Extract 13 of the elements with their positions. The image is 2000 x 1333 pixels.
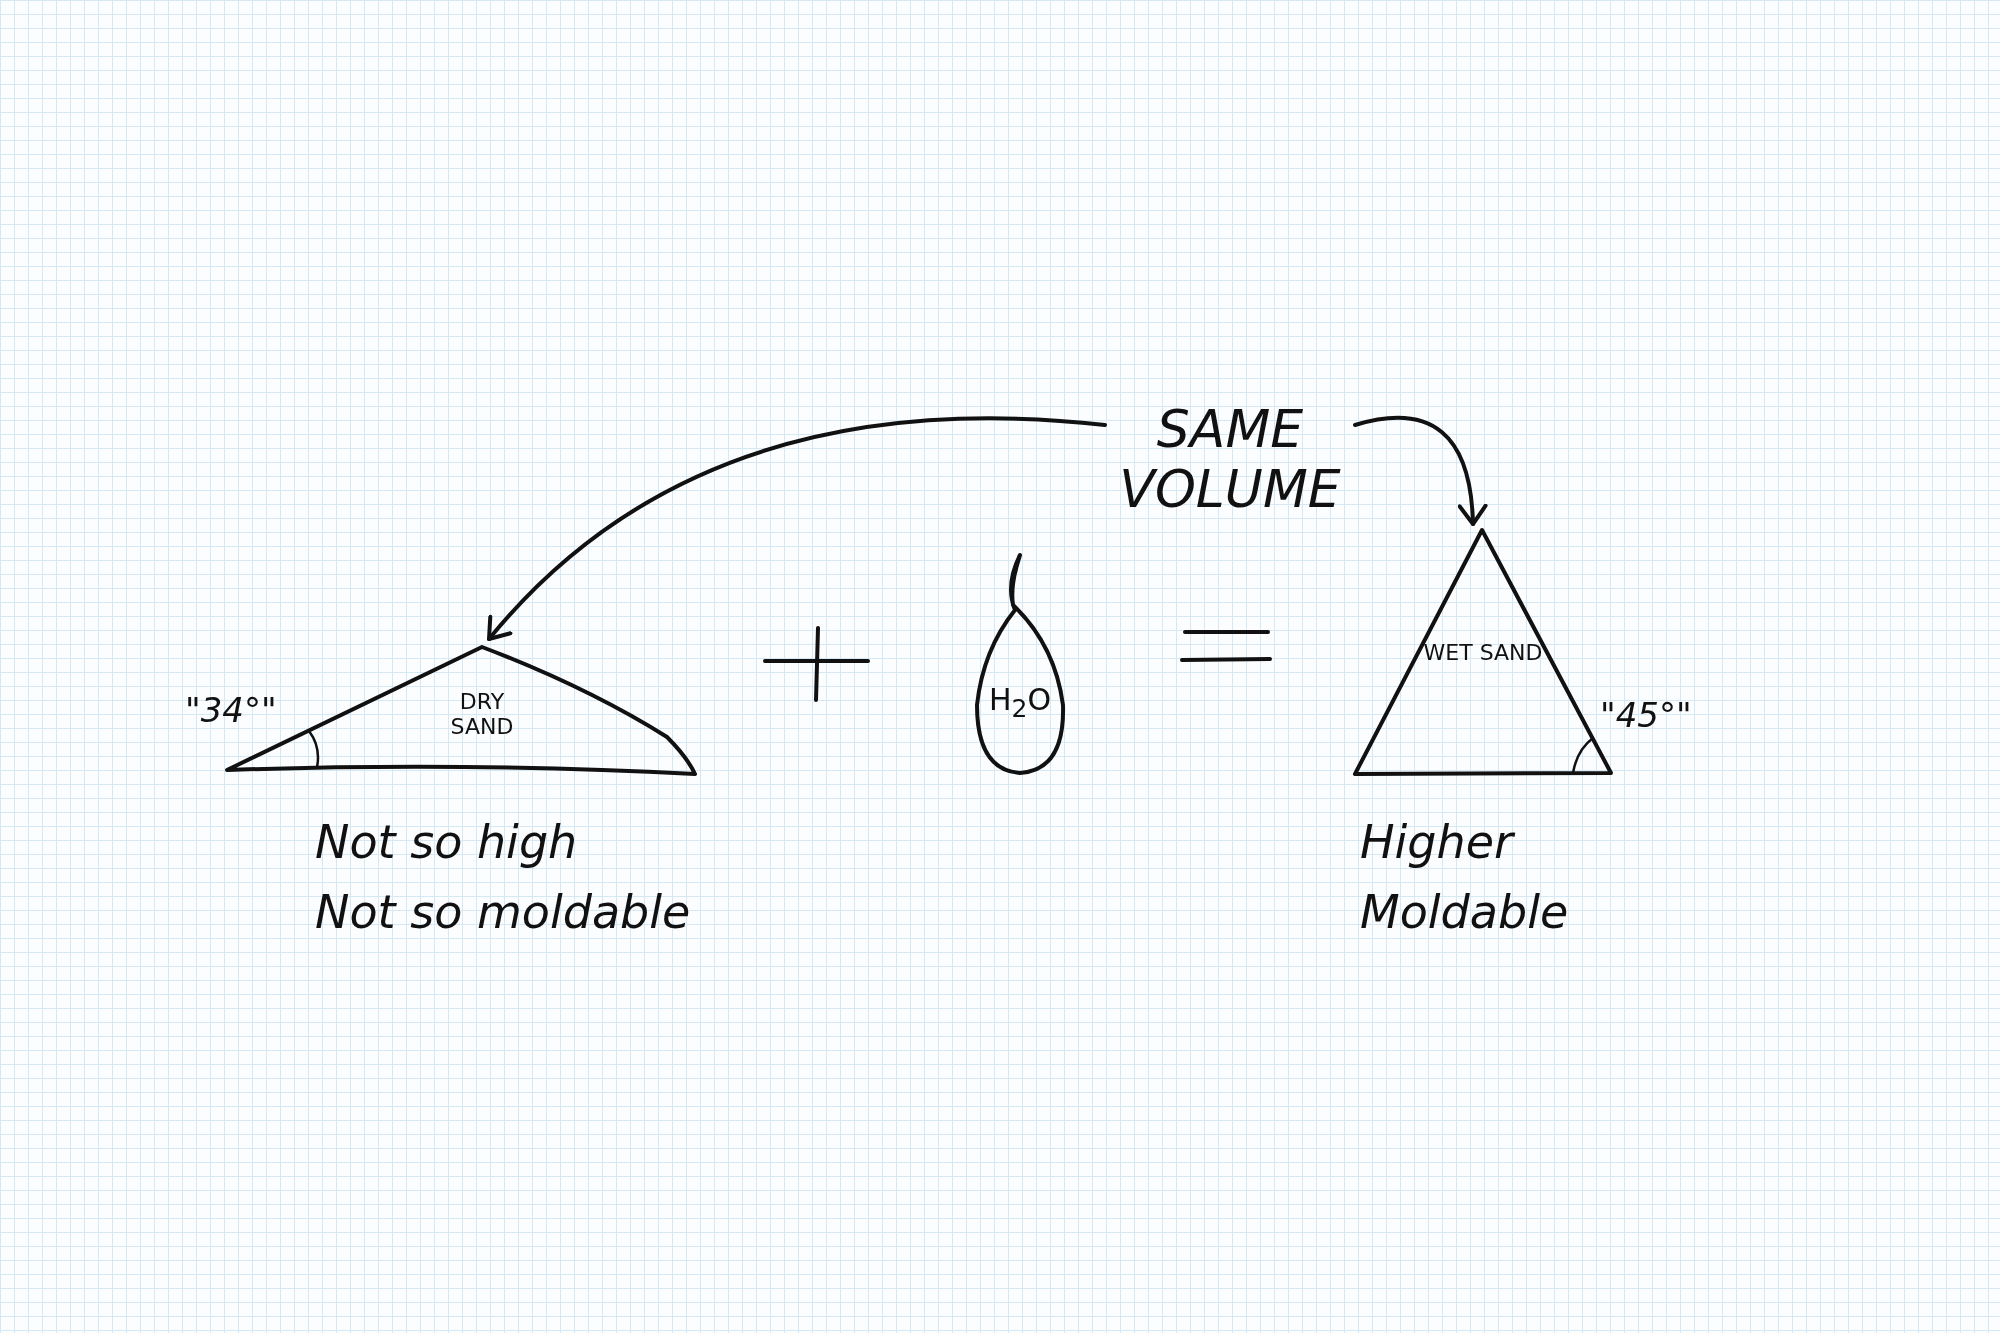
angle-label: "34°" [185,690,277,730]
note-text: Not so moldable [315,885,691,939]
heading-text: SAME VOLUME [1118,400,1342,520]
note-text: Moldable [1360,885,1569,939]
angle-label: "45°" [1600,695,1692,735]
node-label: WET SAND [1423,640,1543,666]
note-text: Not so high [315,815,578,869]
curved-arrow [487,416,1107,641]
note-text: Higher [1360,815,1513,869]
node-label: DRY SAND [449,689,515,740]
node-label: H$_{2}$O [987,683,1053,724]
water-drop [975,555,1065,775]
curved-arrow [1353,416,1487,526]
